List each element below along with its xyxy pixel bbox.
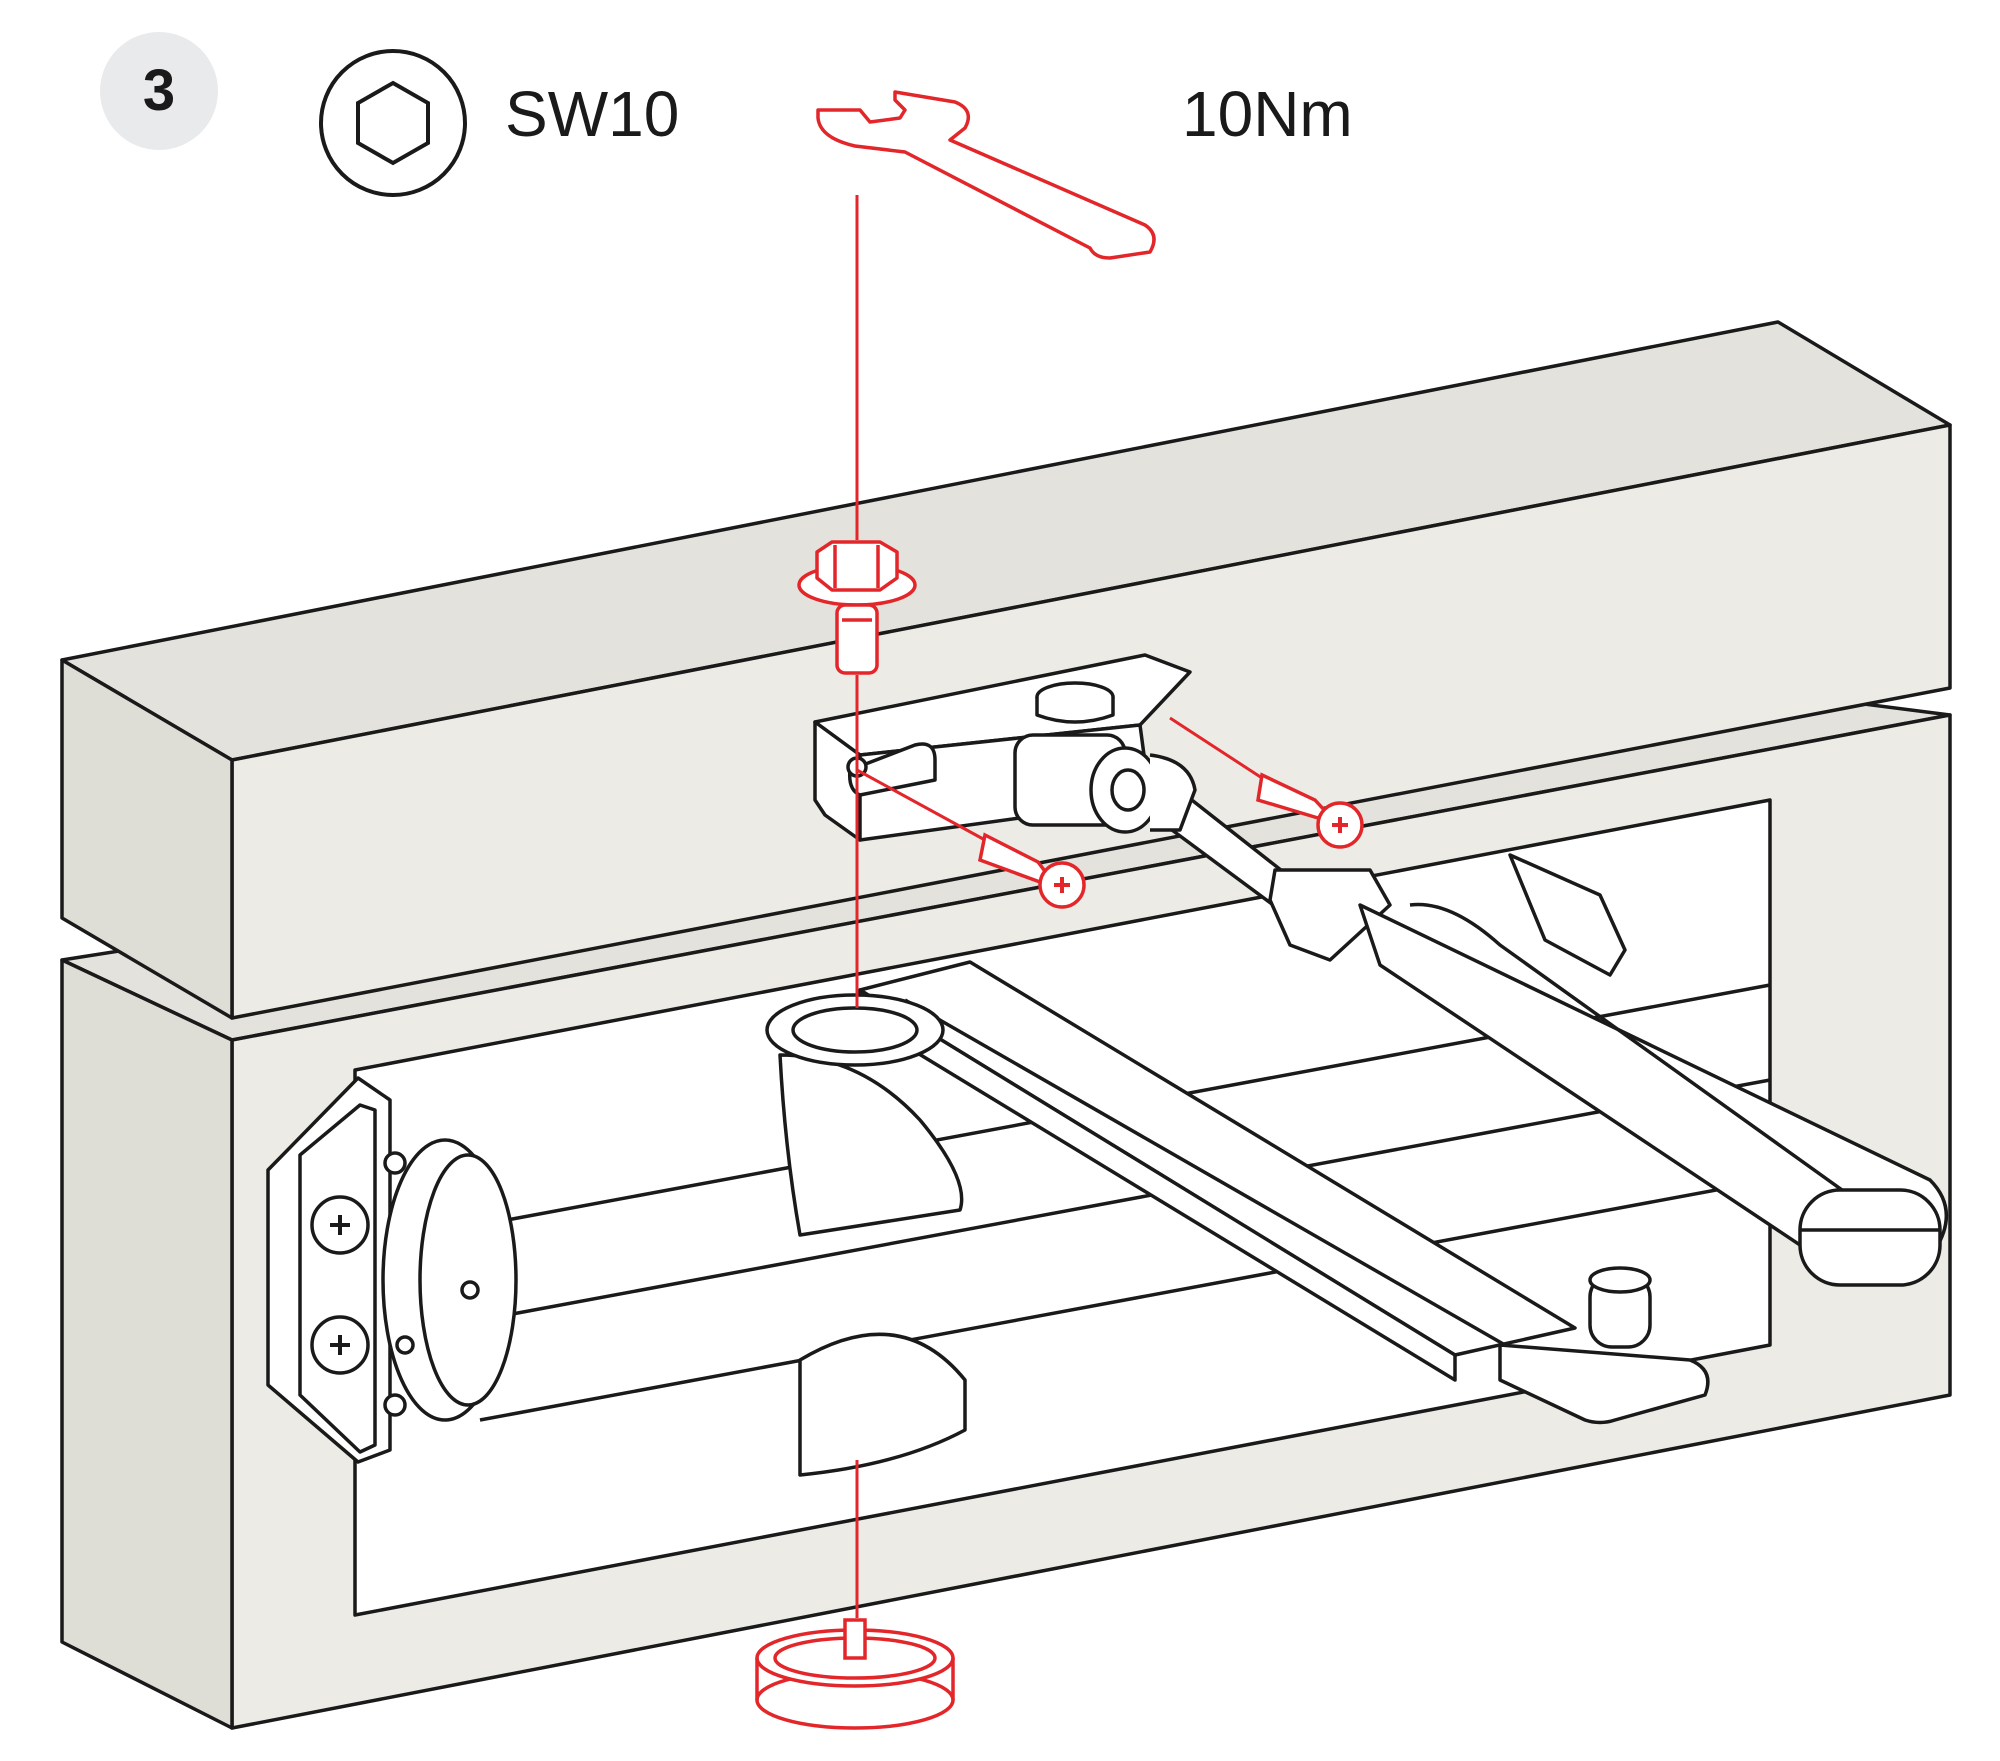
cap-icon — [755, 1618, 955, 1730]
screw-icon — [1256, 772, 1364, 849]
wrench-icon — [816, 90, 1156, 260]
arm — [1143, 773, 1948, 1287]
door-closer — [266, 798, 1772, 1617]
step-number: 3 — [142, 58, 176, 123]
screw-icon — [977, 832, 1086, 909]
arm — [765, 960, 1710, 1425]
end-cap-screw-icon — [310, 1315, 370, 1375]
wall-lower-side — [60, 958, 234, 1730]
wall-upper-side — [60, 658, 234, 1020]
hex-socket-icon — [319, 49, 467, 197]
tool-label: SW10 — [505, 78, 680, 150]
end-cap-screw-icon — [310, 1195, 370, 1255]
torque-label: 10Nm — [1182, 78, 1353, 150]
step-badge: 3 — [100, 32, 218, 150]
guide-lines — [855, 195, 1263, 1618]
bolt-icon — [797, 540, 917, 675]
